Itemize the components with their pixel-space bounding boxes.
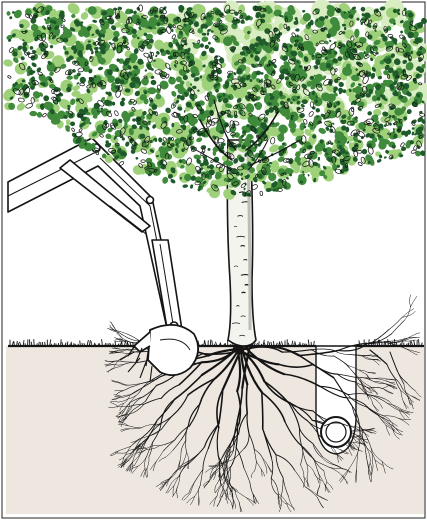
buried-pipe	[321, 417, 351, 447]
